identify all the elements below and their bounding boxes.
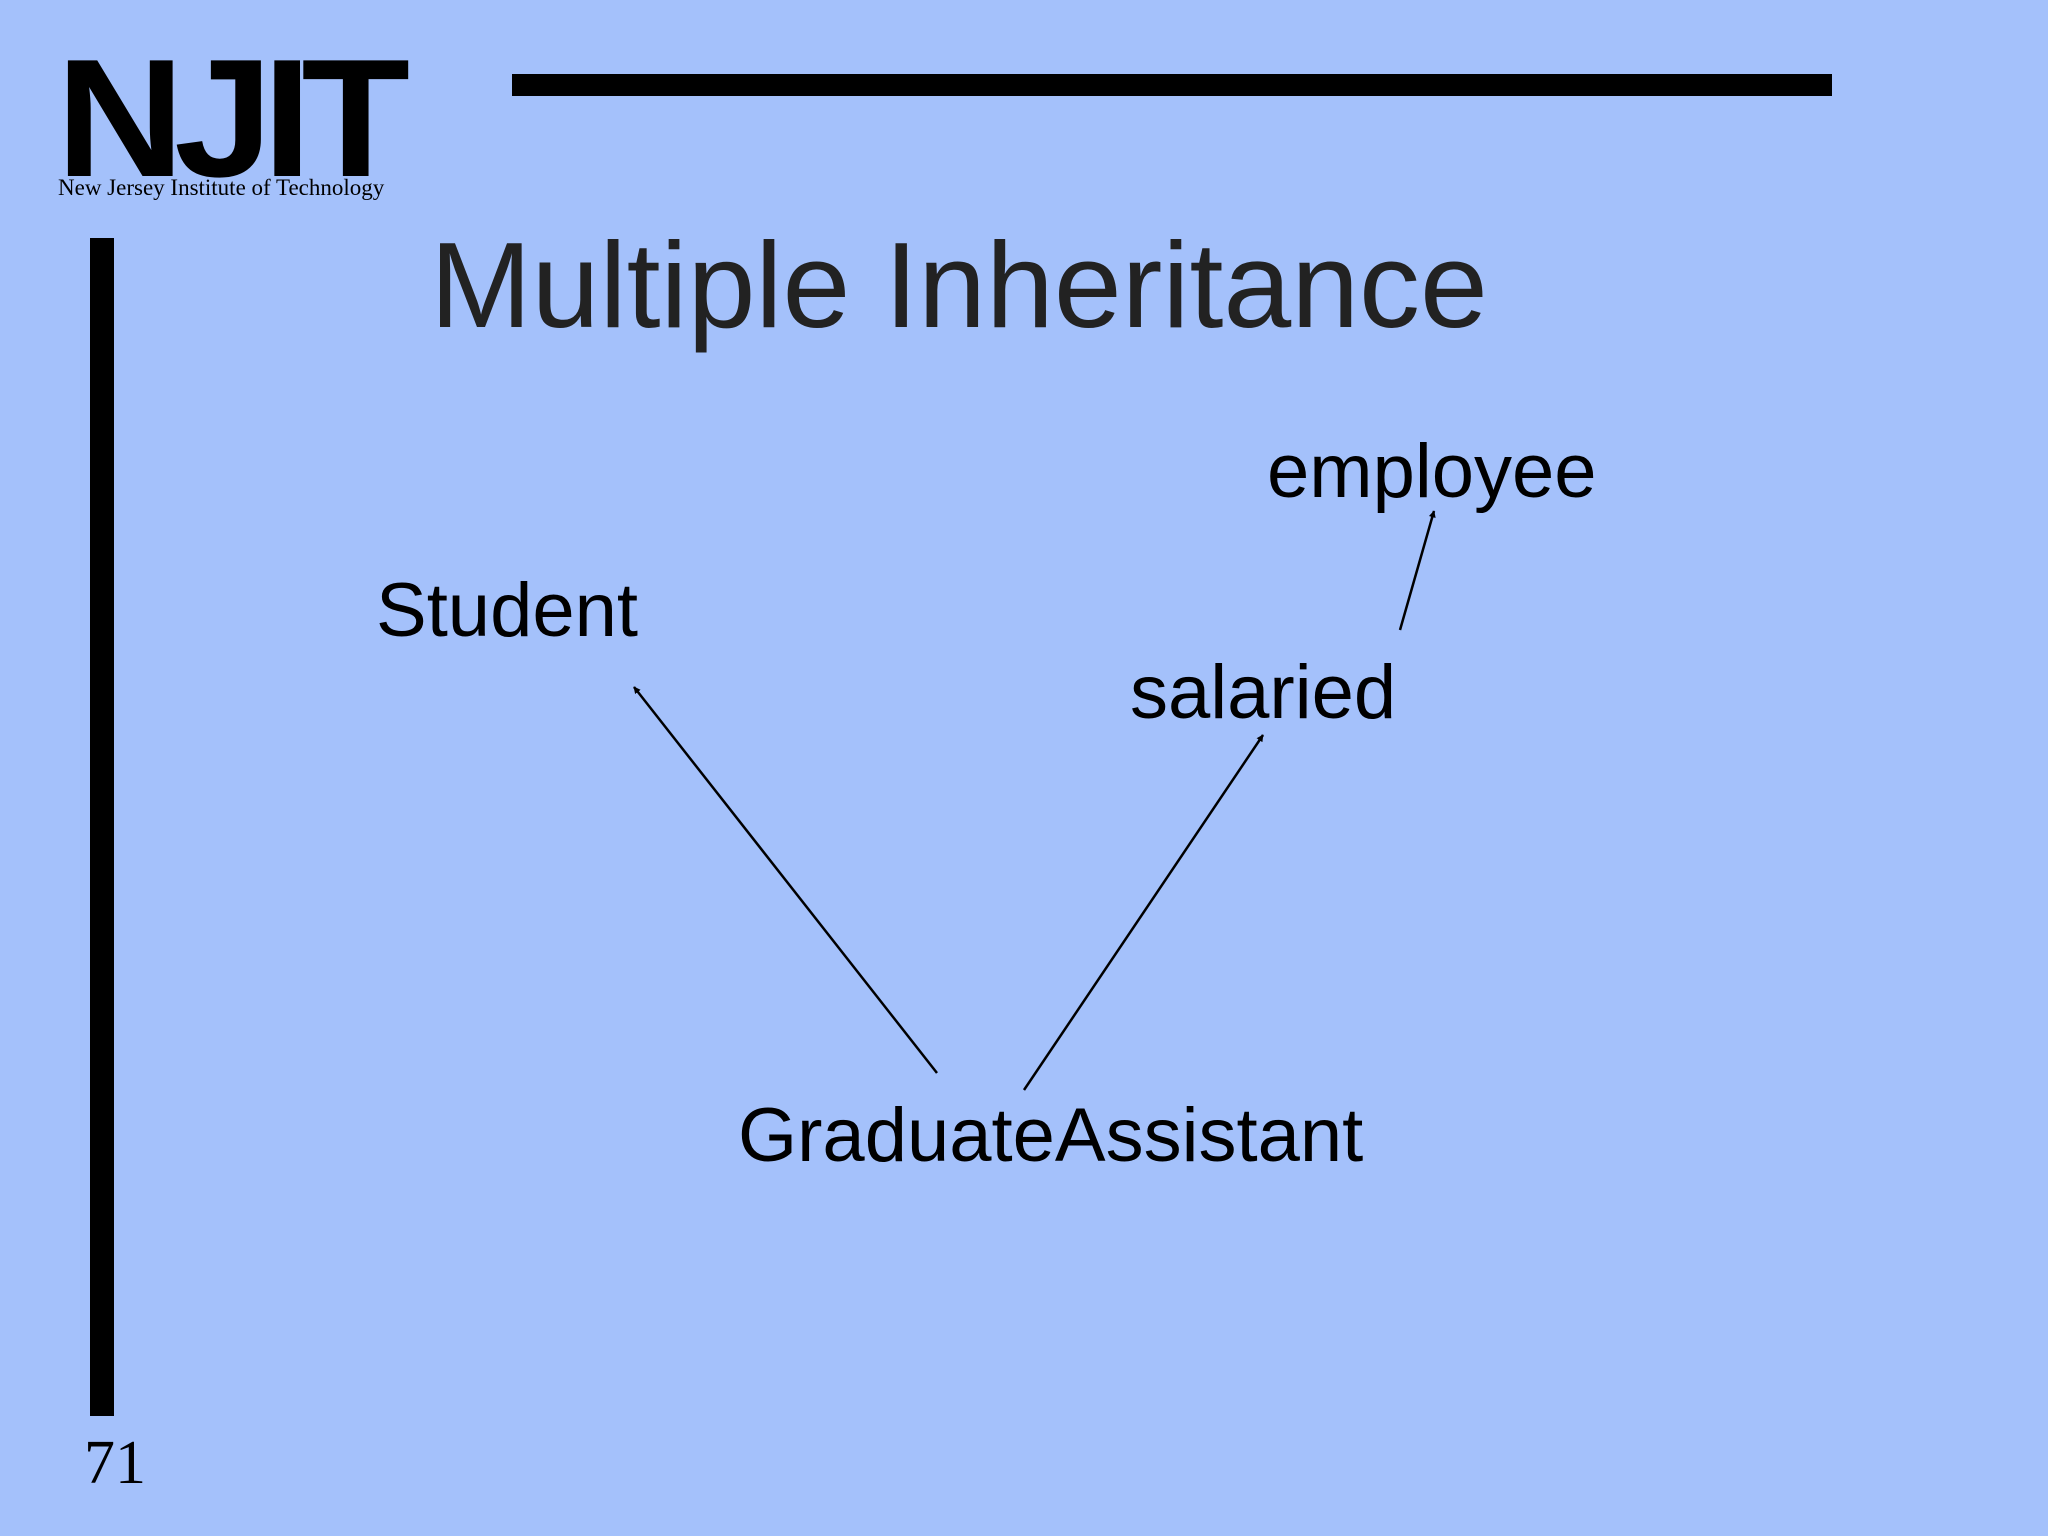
diagram-edges — [633, 510, 1436, 1091]
njit-logo: NJIT New Jersey Institute of Technology — [56, 34, 410, 206]
node-student: Student — [376, 568, 638, 653]
logo-subtitle: New Jersey Institute of Technology — [58, 175, 385, 200]
arrow-salaried-to-employee — [1398, 510, 1436, 631]
arrow-graduate-assistant-to-salaried — [1022, 734, 1265, 1091]
top-horizontal-rule — [512, 74, 1832, 96]
left-vertical-rule — [90, 238, 114, 1416]
slide-title: Multiple Inheritance — [430, 217, 1488, 353]
arrow-graduate-assistant-to-student — [633, 686, 938, 1074]
slide-number: 71 — [84, 1429, 146, 1497]
diagram-nodes: employee Student salaried GraduateAssist… — [376, 429, 1597, 1178]
node-graduate-assistant: GraduateAssistant — [738, 1093, 1363, 1178]
node-salaried: salaried — [1130, 650, 1396, 735]
node-employee: employee — [1267, 429, 1597, 514]
logo-wordmark: NJIT — [56, 24, 410, 212]
